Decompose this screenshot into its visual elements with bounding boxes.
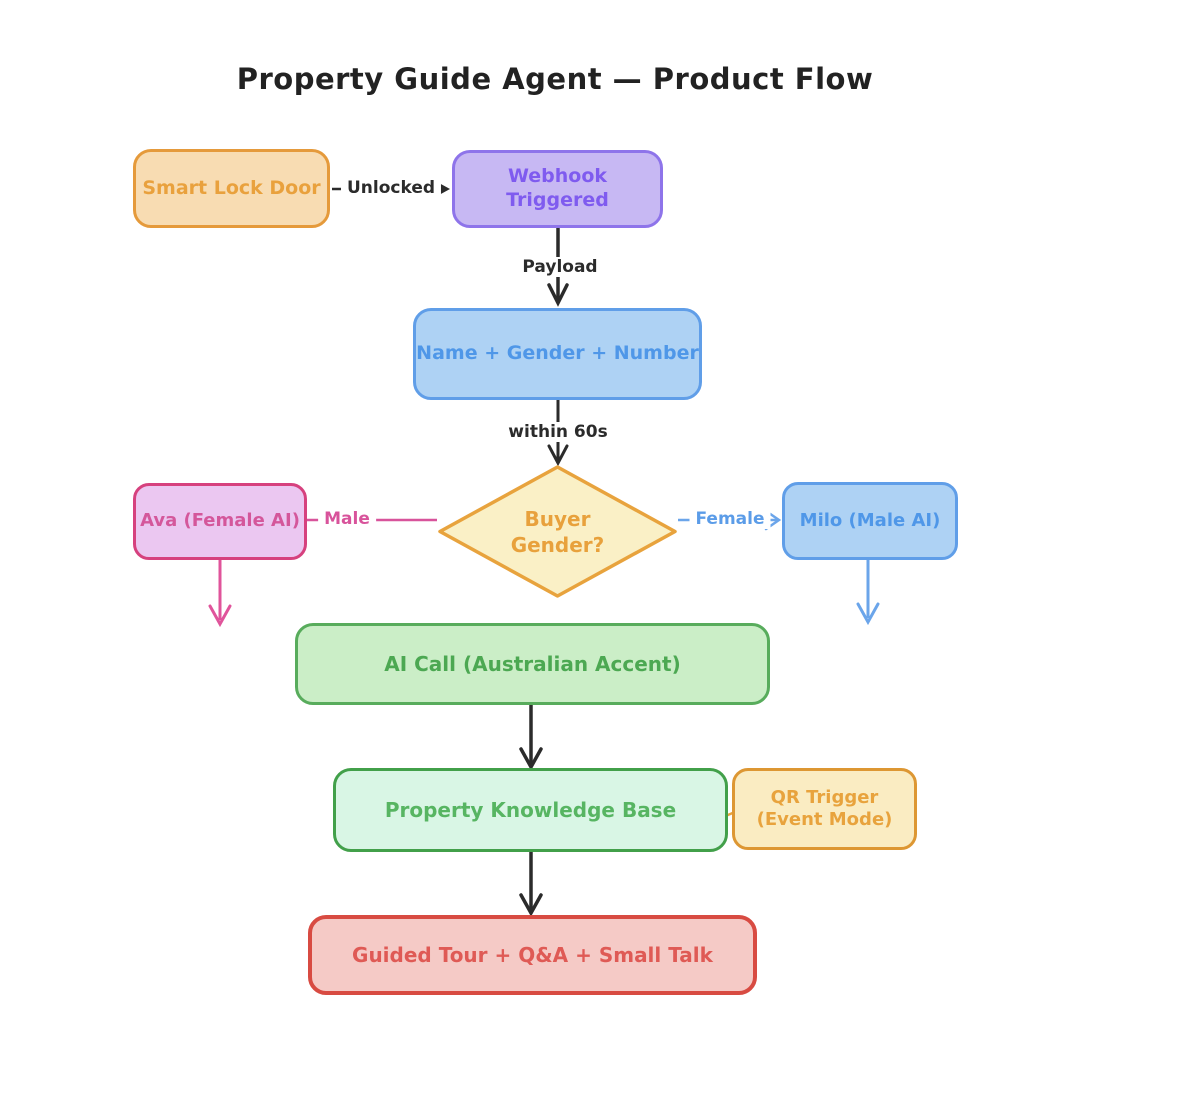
edge-milo-down-arrowhead [856, 602, 880, 626]
node-qr-trigger: QR Trigger (Event Mode) [732, 768, 917, 850]
edge-kb-tour-arrowhead [519, 893, 543, 917]
edge-ava-down-arrowhead [208, 604, 232, 628]
node-guided-tour: Guided Tour + Q&A + Small Talk [308, 915, 757, 995]
node-ava-female-ai: Ava (Female AI) [133, 483, 307, 560]
node-property-knowledge-base: Property Knowledge Base [333, 768, 728, 852]
diagram-title: Property Guide Agent — Product Flow [236, 62, 874, 96]
edge-label-within-60s: within 60s [502, 422, 614, 442]
decision-diamond-shape [438, 465, 677, 598]
edge-aicall-kb-arrowhead [519, 747, 543, 771]
qr-trigger-line1: QR Trigger [770, 786, 879, 808]
node-ai-call-label: AI Call (Australian Accent) [384, 651, 681, 676]
node-smart-lock-door-label: Smart Lock Door [142, 176, 321, 199]
node-buyer-gender-label: Buyer Gender? [437, 465, 678, 598]
node-webhook-triggered-label: Webhook Triggered [506, 165, 609, 211]
node-webhook-triggered: Webhook Triggered [452, 150, 663, 228]
node-guided-tour-label: Guided Tour + Q&A + Small Talk [352, 942, 713, 967]
node-property-knowledge-base-label: Property Knowledge Base [384, 797, 677, 822]
node-milo-male-ai: Milo (Male AI) [782, 482, 958, 560]
edge-label-male: Male [318, 509, 376, 529]
node-name-gender-number-label: Name + Gender + Number [416, 342, 699, 365]
qr-trigger-line2: (Event Mode) [756, 809, 893, 830]
node-ava-label: Ava (Female AI) [140, 510, 300, 532]
edge-unlocked-arrowhead [439, 183, 450, 195]
decision-diamond-polygon [438, 465, 677, 598]
node-name-gender-number: Name + Gender + Number [413, 308, 702, 400]
edge-payload-arrowhead [547, 283, 569, 307]
buyer-gender-line1: Buyer [524, 506, 591, 531]
edge-within60s-arrowhead [547, 444, 569, 467]
node-milo-label: Milo (Male AI) [799, 509, 941, 531]
edge-label-unlocked: Unlocked [340, 178, 442, 198]
node-qr-trigger-label: QR Trigger (Event Mode) [757, 787, 893, 832]
edge-label-female: Female [689, 509, 771, 529]
node-buyer-gender-decision: Buyer Gender? [437, 465, 678, 598]
edge-label-payload: Payload [516, 257, 604, 277]
node-smart-lock-door: Smart Lock Door [133, 149, 330, 228]
node-ai-call: AI Call (Australian Accent) [295, 623, 770, 705]
buyer-gender-line2: Gender? [510, 532, 605, 557]
